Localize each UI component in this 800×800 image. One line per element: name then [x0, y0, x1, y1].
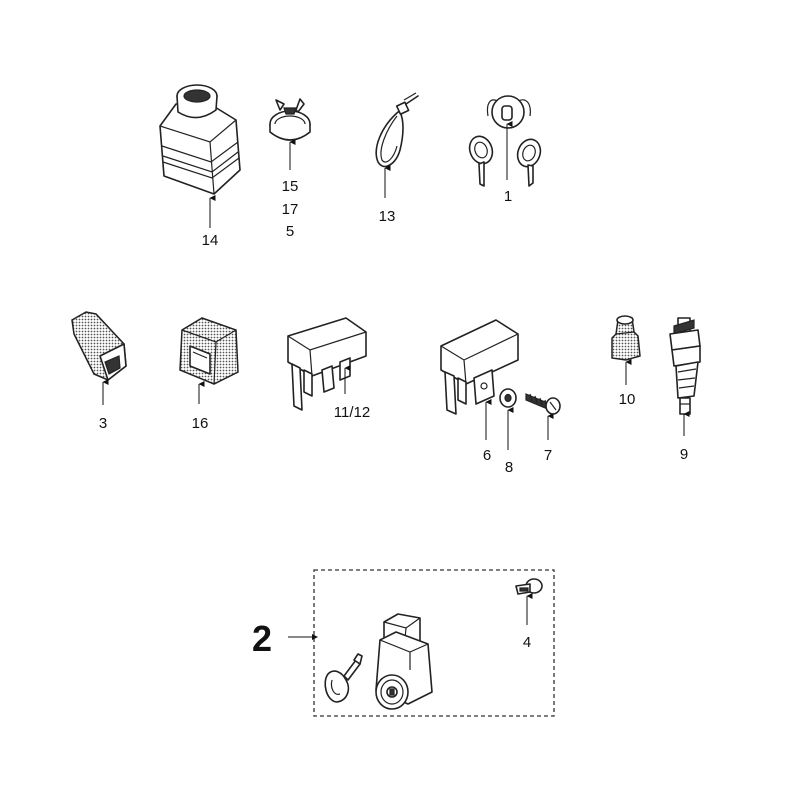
callout-5: 5	[286, 223, 294, 240]
rivet-icon	[515, 578, 543, 595]
ignition-kit-box	[313, 569, 555, 717]
callout-16: 16	[192, 415, 209, 432]
callout-9: 9	[680, 446, 688, 463]
cable-tie-icon	[375, 92, 419, 168]
relay-with-bracket-icon	[440, 319, 519, 415]
washer-icon	[499, 388, 517, 408]
callout-17: 17	[282, 201, 299, 218]
callout-6: 6	[483, 447, 491, 464]
key-icon	[324, 653, 363, 703]
connector-housing-icon	[179, 317, 239, 385]
callout-15: 15	[282, 178, 299, 195]
ignition-lock-icon	[375, 613, 433, 710]
callout-10: 10	[619, 391, 636, 408]
fluid-reservoir-icon	[159, 84, 241, 195]
callout-3: 3	[99, 415, 107, 432]
hose-clamp-icon	[269, 98, 311, 141]
callout-11-12: 11/12	[334, 404, 370, 421]
rubber-cap-icon	[611, 315, 641, 361]
key-pair-icon	[468, 95, 542, 187]
callout-14: 14	[202, 232, 219, 249]
callout-1: 1	[504, 188, 512, 205]
connector-boot-icon	[71, 311, 127, 381]
callout-2: 2	[252, 618, 272, 659]
callout-4: 4	[523, 634, 531, 651]
callout-13: 13	[379, 208, 396, 225]
stop-light-switch-icon	[669, 317, 701, 415]
leader-2-arrow	[312, 634, 318, 640]
callout-8: 8	[505, 459, 513, 476]
callout-7: 7	[544, 447, 552, 464]
screw-icon	[525, 393, 561, 415]
relay-icon	[287, 317, 367, 411]
